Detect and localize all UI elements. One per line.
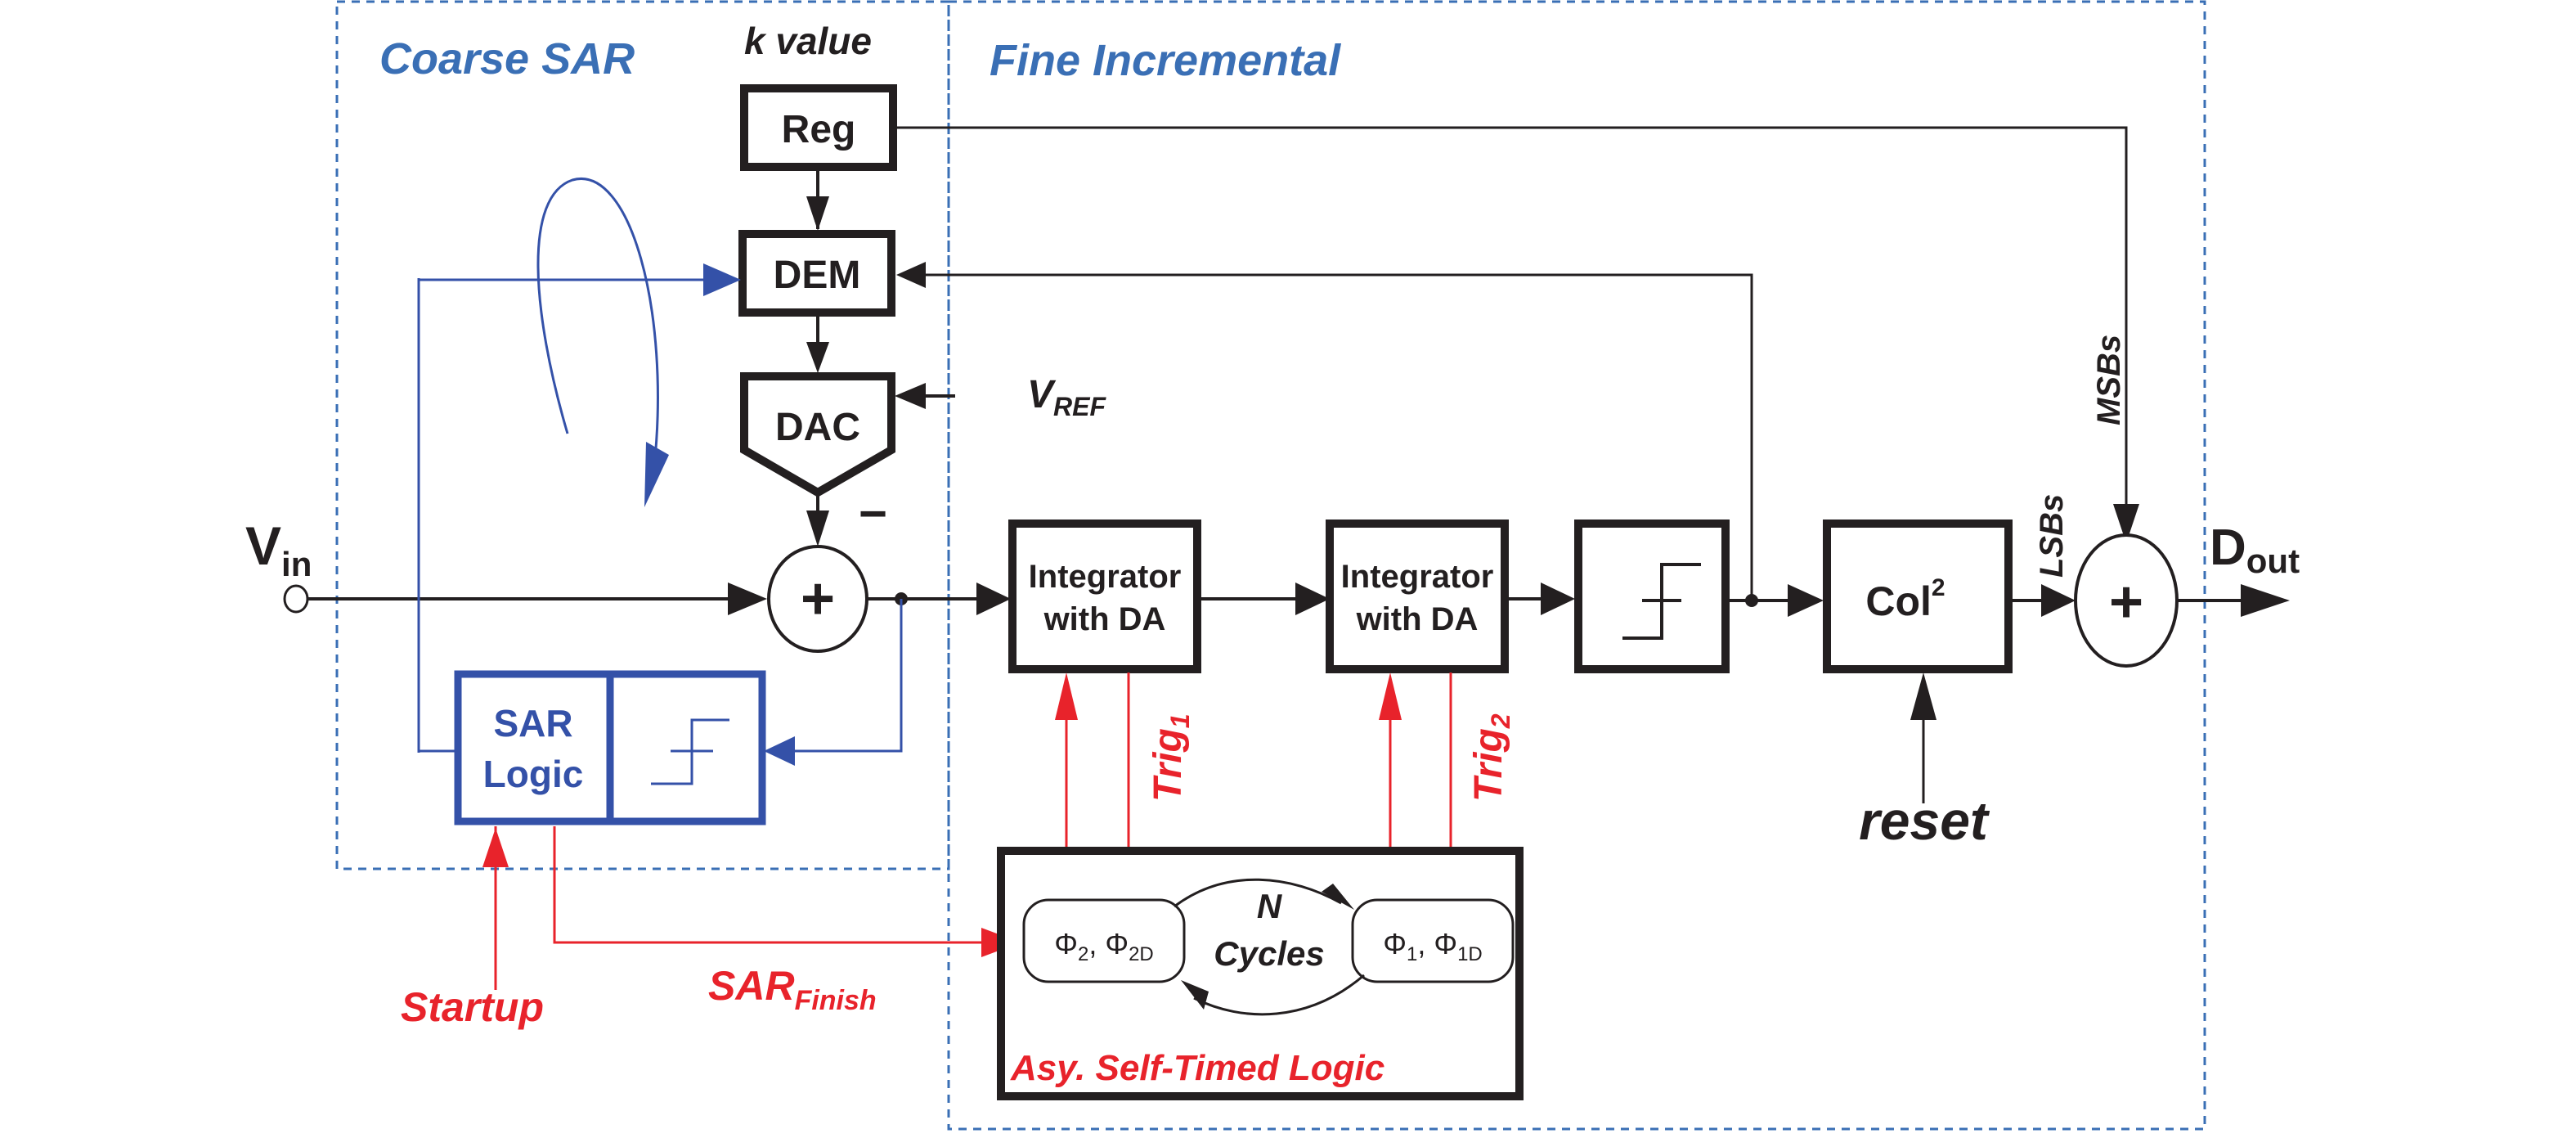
- n-label: N: [1257, 887, 1283, 925]
- comp-arrowhead: [1541, 582, 1575, 615]
- integrator-1-l2: with DA: [1043, 601, 1166, 637]
- sar-comp-input-wire: [785, 599, 903, 753]
- reset-arrowhead: [1910, 672, 1936, 720]
- dem-label: DEM: [774, 254, 861, 297]
- cycle-arrow-bottom: [1193, 974, 1365, 1016]
- dout-arrowhead: [2241, 584, 2290, 617]
- int1-phase-arrowhead: [1055, 672, 1078, 720]
- integrator-2-block: [1326, 520, 1509, 673]
- trig2-label: Trig2: [1467, 713, 1515, 802]
- dac-block: [740, 372, 895, 497]
- summer-1-plus: +: [801, 566, 835, 632]
- reg-block: [740, 84, 897, 171]
- reset-label: reset: [1859, 790, 1990, 851]
- cycles-label: Cycles: [1214, 934, 1324, 973]
- sar-loop-arrow: [536, 178, 659, 467]
- sar-comp-arrowhead: [764, 736, 795, 766]
- dem-block: [738, 230, 895, 317]
- vin-arrowhead: [728, 582, 767, 615]
- integrator-2-l2: with DA: [1356, 601, 1479, 637]
- dac-label: DAC: [775, 406, 860, 449]
- col-arrowhead: [1788, 584, 1824, 617]
- sum2-arrowhead: [2041, 584, 2076, 617]
- comparator-block: [1574, 520, 1730, 673]
- junction-dot-2: [1745, 594, 1758, 607]
- int2-arrowhead: [1295, 582, 1330, 615]
- fine-incremental-title: Fine Incremental: [990, 36, 1341, 85]
- trig1-label: Trig1: [1147, 713, 1195, 802]
- startup-label: Startup: [401, 984, 544, 1030]
- phi1-label: Φ1, Φ1D: [1383, 927, 1483, 965]
- sar-reg-arrowhead: [703, 263, 741, 296]
- phi2-label: Φ2, Φ2D: [1054, 927, 1154, 965]
- sar-loop-arrowhead: [644, 442, 669, 507]
- vref-label: VREF: [1027, 373, 1106, 421]
- coarse-sar-title: Coarse SAR: [379, 34, 635, 83]
- cycle-arrowhead-bottom: [1181, 980, 1209, 1010]
- dout-label: Dout: [2210, 520, 2300, 580]
- dac-sum-arrowhead: [806, 511, 829, 547]
- cycle-arrow-top: [1174, 878, 1342, 908]
- col2-block: [1823, 520, 2013, 673]
- cycle-arrowhead-top: [1322, 884, 1354, 910]
- phi1-state: [1351, 898, 1515, 983]
- vin-terminal: [283, 584, 309, 614]
- dem-feedback-arrowhead: [896, 262, 926, 288]
- fine-incremental-region: [947, 0, 2206, 1131]
- vin-label: Vin: [245, 515, 312, 583]
- lsbs-label: LSBs: [2034, 494, 2070, 578]
- sar-logic-l2: Logic: [483, 753, 584, 795]
- reg-label: Reg: [782, 108, 856, 151]
- sar-logic-block: [454, 670, 614, 825]
- sar-logic-l1: SAR: [493, 702, 572, 744]
- dem-dac-arrowhead: [806, 342, 829, 373]
- sar-to-reg-wire-a: [417, 278, 458, 753]
- integrator-1-l1: Integrator: [1029, 559, 1182, 595]
- sar-finish-label: SARFinish: [708, 963, 877, 1016]
- summer-2-plus: +: [2109, 569, 2143, 635]
- msb-wire: [896, 126, 2128, 524]
- integrator-1-block: [1008, 520, 1201, 673]
- reg-dem-arrowhead: [806, 196, 829, 231]
- msbs-label: MSBs: [2091, 335, 2127, 425]
- startup-arrowhead: [482, 828, 509, 867]
- phi2-state: [1022, 898, 1186, 983]
- asy-logic-label: Asy. Self-Timed Logic: [1010, 1048, 1384, 1088]
- vref-arrowhead: [895, 383, 926, 409]
- sar-finish-wire: [553, 826, 998, 944]
- sar-comparator-block: [606, 670, 766, 825]
- k-value-label: k value: [744, 20, 872, 62]
- integrator-2-l1: Integrator: [1341, 559, 1494, 595]
- int1-arrowhead: [976, 582, 1011, 615]
- minus-sign: −: [859, 486, 887, 541]
- msb-arrowhead: [2113, 504, 2139, 543]
- sar-to-reg-wire: [417, 278, 703, 753]
- int2-phase-arrowhead: [1379, 672, 1402, 720]
- dem-feedback-wire: [919, 273, 1753, 600]
- col2-label: Col2: [1865, 574, 1945, 624]
